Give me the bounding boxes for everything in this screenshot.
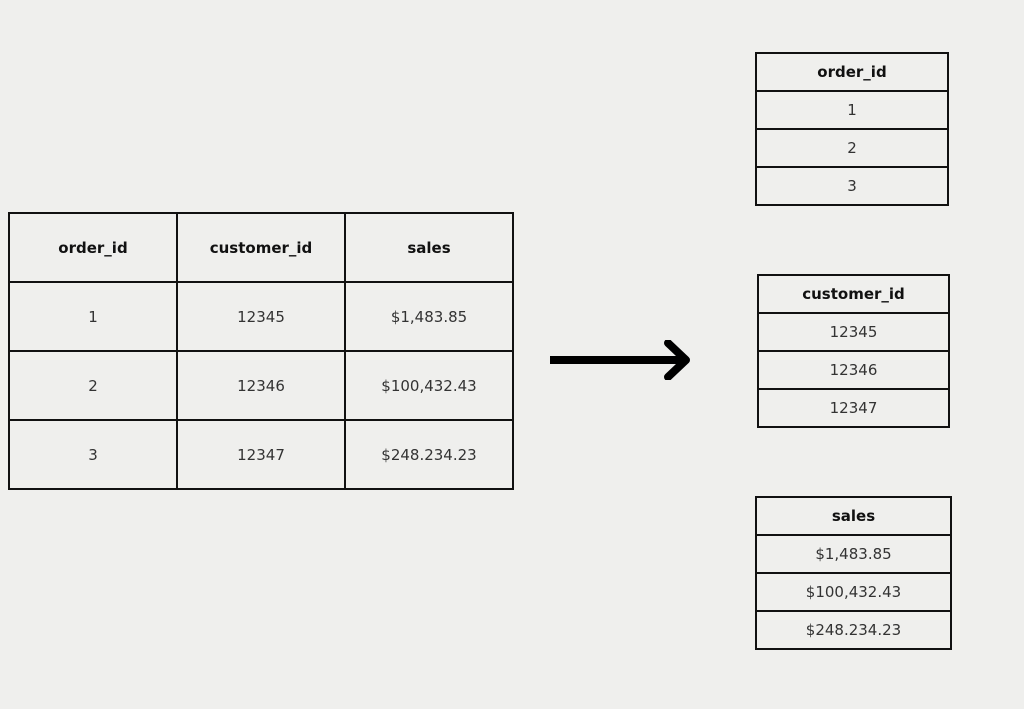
table-header-row: order_id	[755, 52, 949, 92]
table-cell: 12345	[176, 281, 346, 352]
column-header-order-id: order_id	[755, 52, 949, 92]
table-row: $248.234.23	[755, 610, 952, 650]
table-cell: $1,483.85	[755, 534, 952, 574]
column-header-customer-id: customer_id	[757, 274, 950, 314]
table-cell: 12346	[757, 350, 950, 390]
table-cell: 3	[8, 419, 178, 490]
table-row: 12345	[757, 312, 950, 352]
table-header-row: order_id customer_id sales	[8, 212, 514, 283]
table-cell: $100,432.43	[344, 350, 514, 421]
column-header-order-id: order_id	[8, 212, 178, 283]
order-id-table: order_id 1 2 3	[755, 52, 949, 206]
table-cell: 1	[8, 281, 178, 352]
table-cell: 3	[755, 166, 949, 206]
column-header-customer-id: customer_id	[176, 212, 346, 283]
table-row: $100,432.43	[755, 572, 952, 612]
source-table: order_id customer_id sales 1 12345 $1,48…	[8, 212, 514, 490]
table-row: 12347	[757, 388, 950, 428]
table-cell: $248.234.23	[344, 419, 514, 490]
table-header-row: customer_id	[757, 274, 950, 314]
table-cell: $100,432.43	[755, 572, 952, 612]
table-row: 12346	[757, 350, 950, 390]
table-cell: 2	[8, 350, 178, 421]
table-cell: 1	[755, 90, 949, 130]
table-cell: 12345	[757, 312, 950, 352]
table-cell: 12347	[176, 419, 346, 490]
table-row: 3 12347 $248.234.23	[8, 419, 514, 490]
table-row: 1	[755, 90, 949, 130]
right-arrow-icon	[550, 340, 690, 380]
table-cell: 2	[755, 128, 949, 168]
sales-table: sales $1,483.85 $100,432.43 $248.234.23	[755, 496, 952, 650]
table-row: $1,483.85	[755, 534, 952, 574]
table-header-row: sales	[755, 496, 952, 536]
table-cell: 12346	[176, 350, 346, 421]
table-cell: $248.234.23	[755, 610, 952, 650]
table-row: 1 12345 $1,483.85	[8, 281, 514, 352]
column-header-sales: sales	[344, 212, 514, 283]
table-cell: $1,483.85	[344, 281, 514, 352]
customer-id-table: customer_id 12345 12346 12347	[757, 274, 950, 428]
table-row: 2	[755, 128, 949, 168]
table-row: 3	[755, 166, 949, 206]
table-row: 2 12346 $100,432.43	[8, 350, 514, 421]
column-header-sales: sales	[755, 496, 952, 536]
table-cell: 12347	[757, 388, 950, 428]
